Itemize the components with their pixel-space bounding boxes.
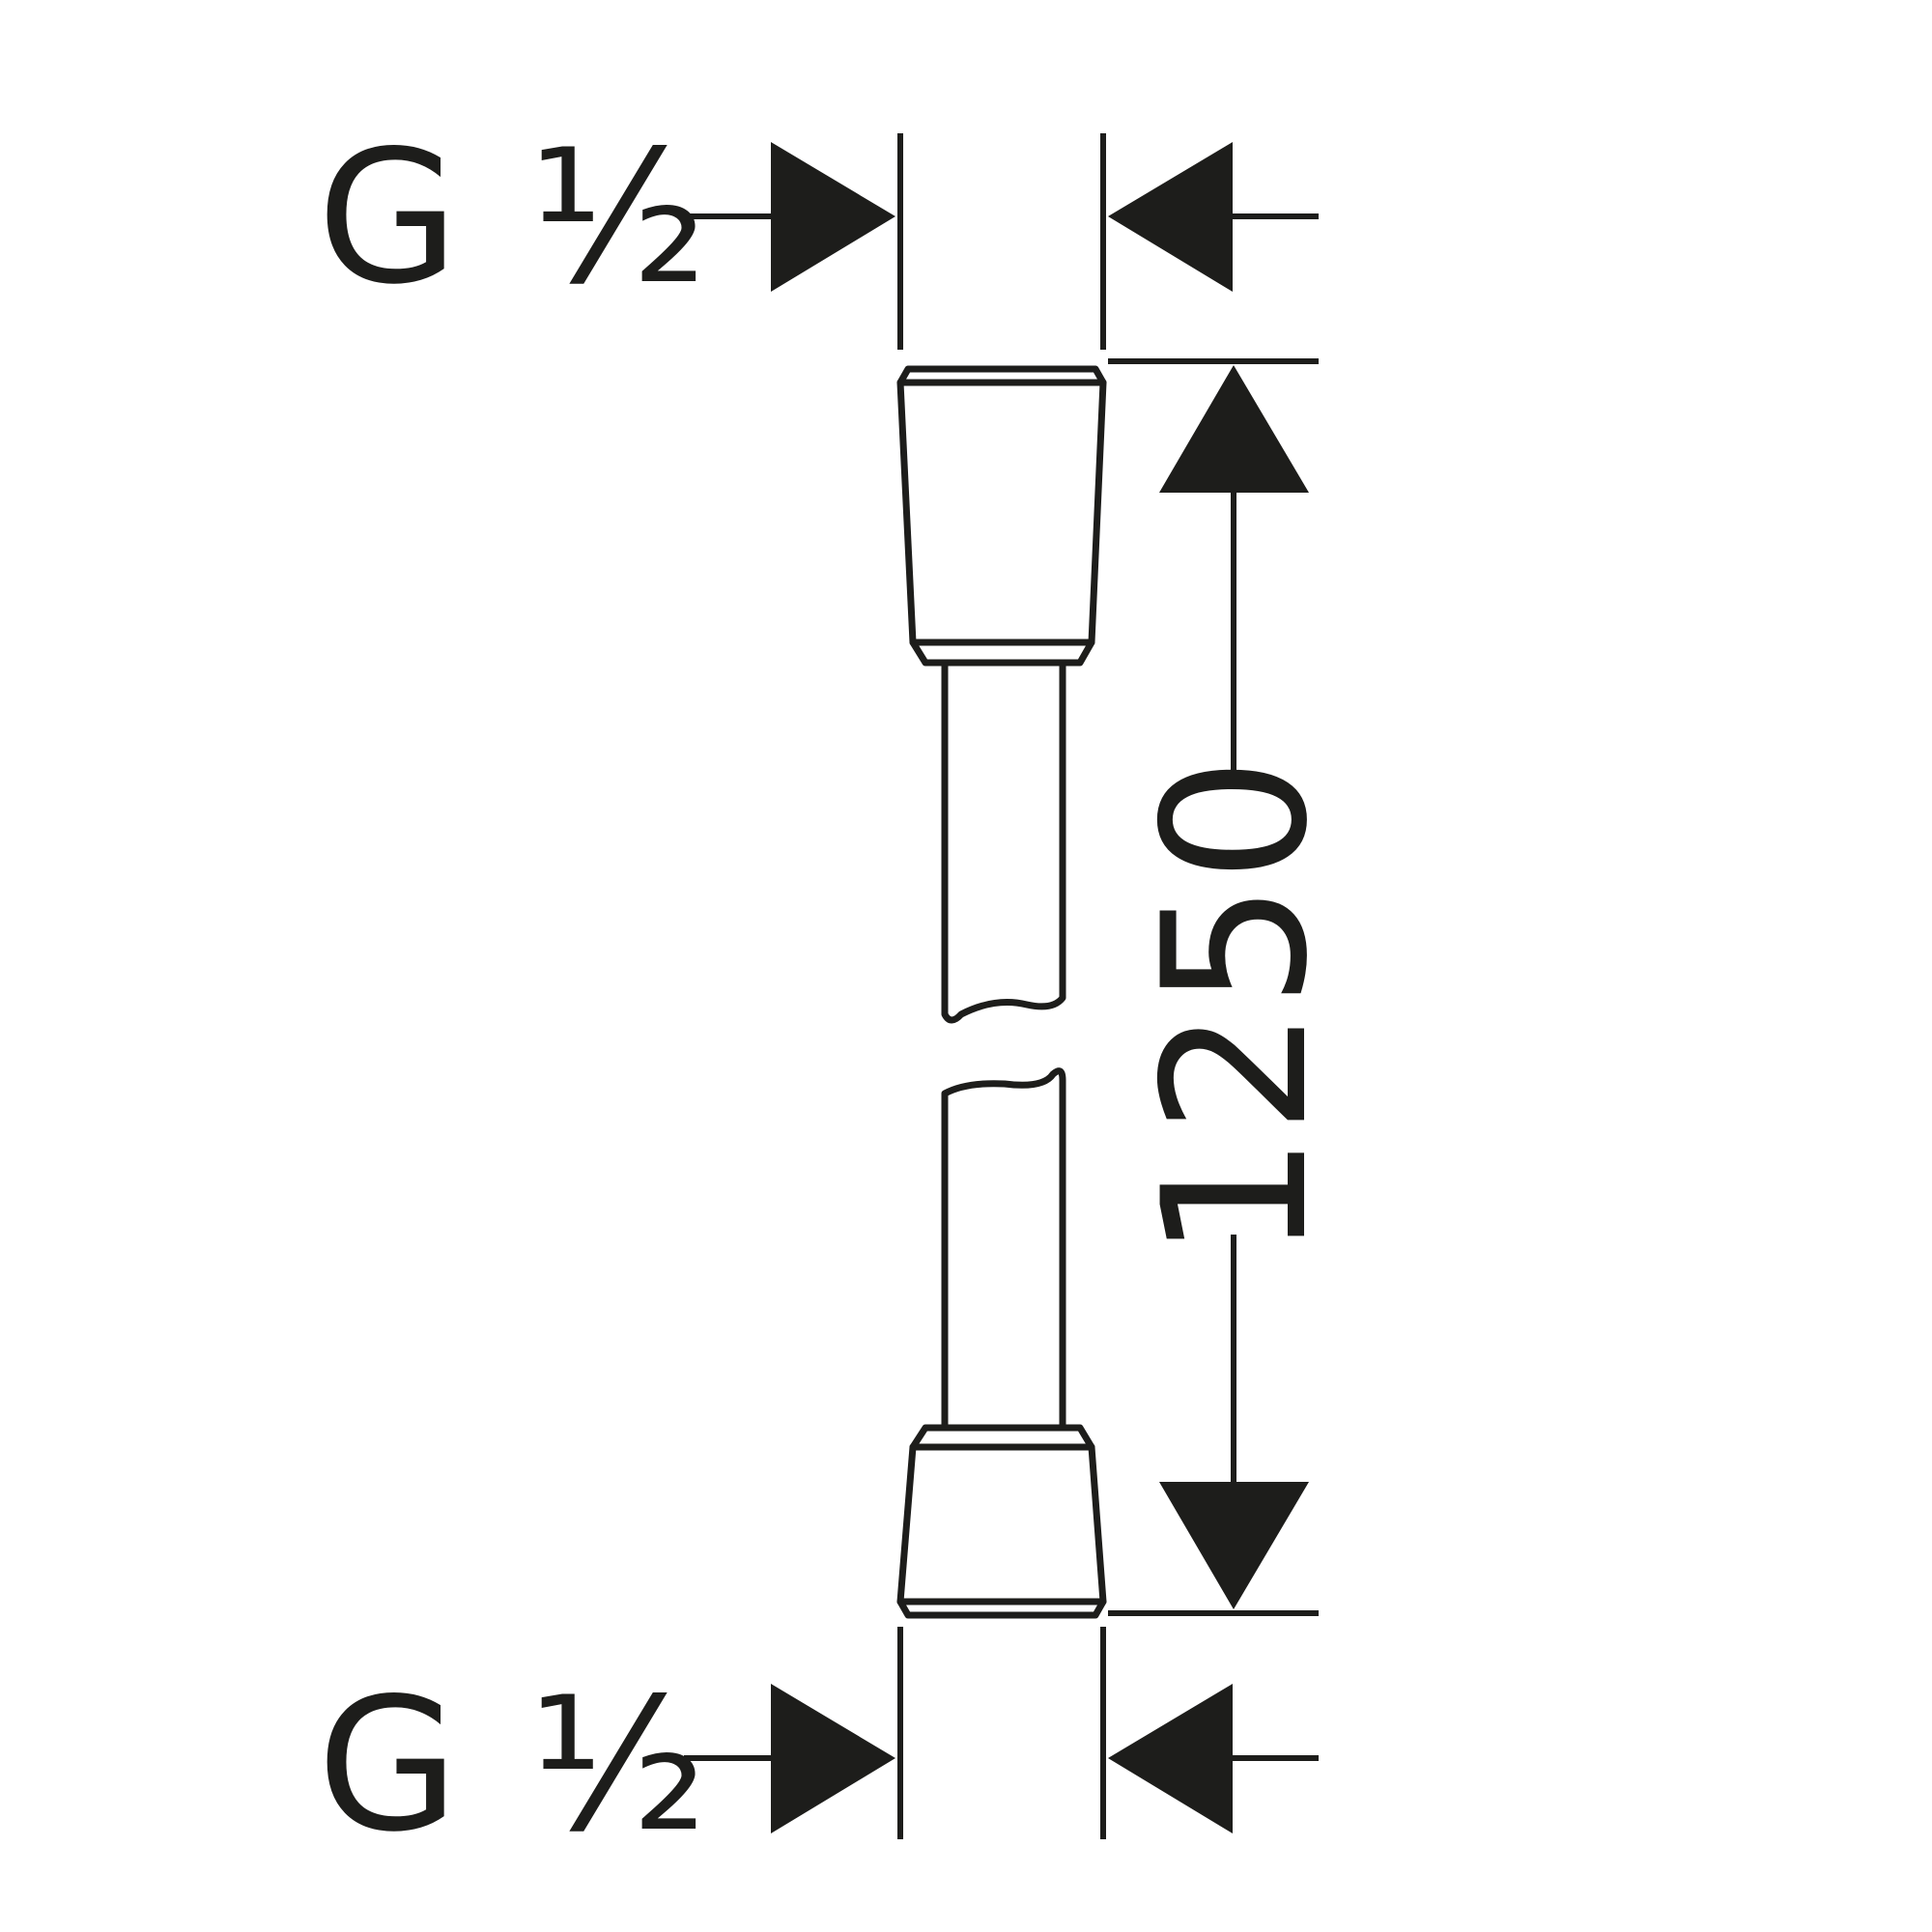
top-nut-collar [909,639,1095,667]
lower-hose-segment [941,1067,1066,1432]
bottom-thread-size: ½ [529,1659,707,1872]
hose-body [896,365,1107,1619]
top-thread-callout: G ½ [317,111,1319,350]
length-value: 1250 [1122,756,1351,1261]
upper-hose-segment [941,659,1066,1024]
top-nut-body [896,379,1107,646]
length-dimension: 1250 [1108,358,1351,1616]
length-bottom-arrowhead [1159,1482,1309,1609]
bottom-nut-chamfer [896,1598,1107,1619]
top-thread-letter: G [317,111,459,325]
top-right-arrowhead [1108,142,1233,292]
top-left-arrowhead [771,142,895,292]
bottom-thread-letter: G [317,1659,459,1872]
bottom-thread-callout: G ½ [317,1627,1319,1872]
bottom-left-arrowhead [771,1684,895,1833]
length-top-arrowhead [1159,365,1309,493]
top-thread-size: ½ [529,111,707,325]
bottom-right-arrowhead [1108,1684,1233,1833]
bottom-nut-body [896,1443,1107,1605]
